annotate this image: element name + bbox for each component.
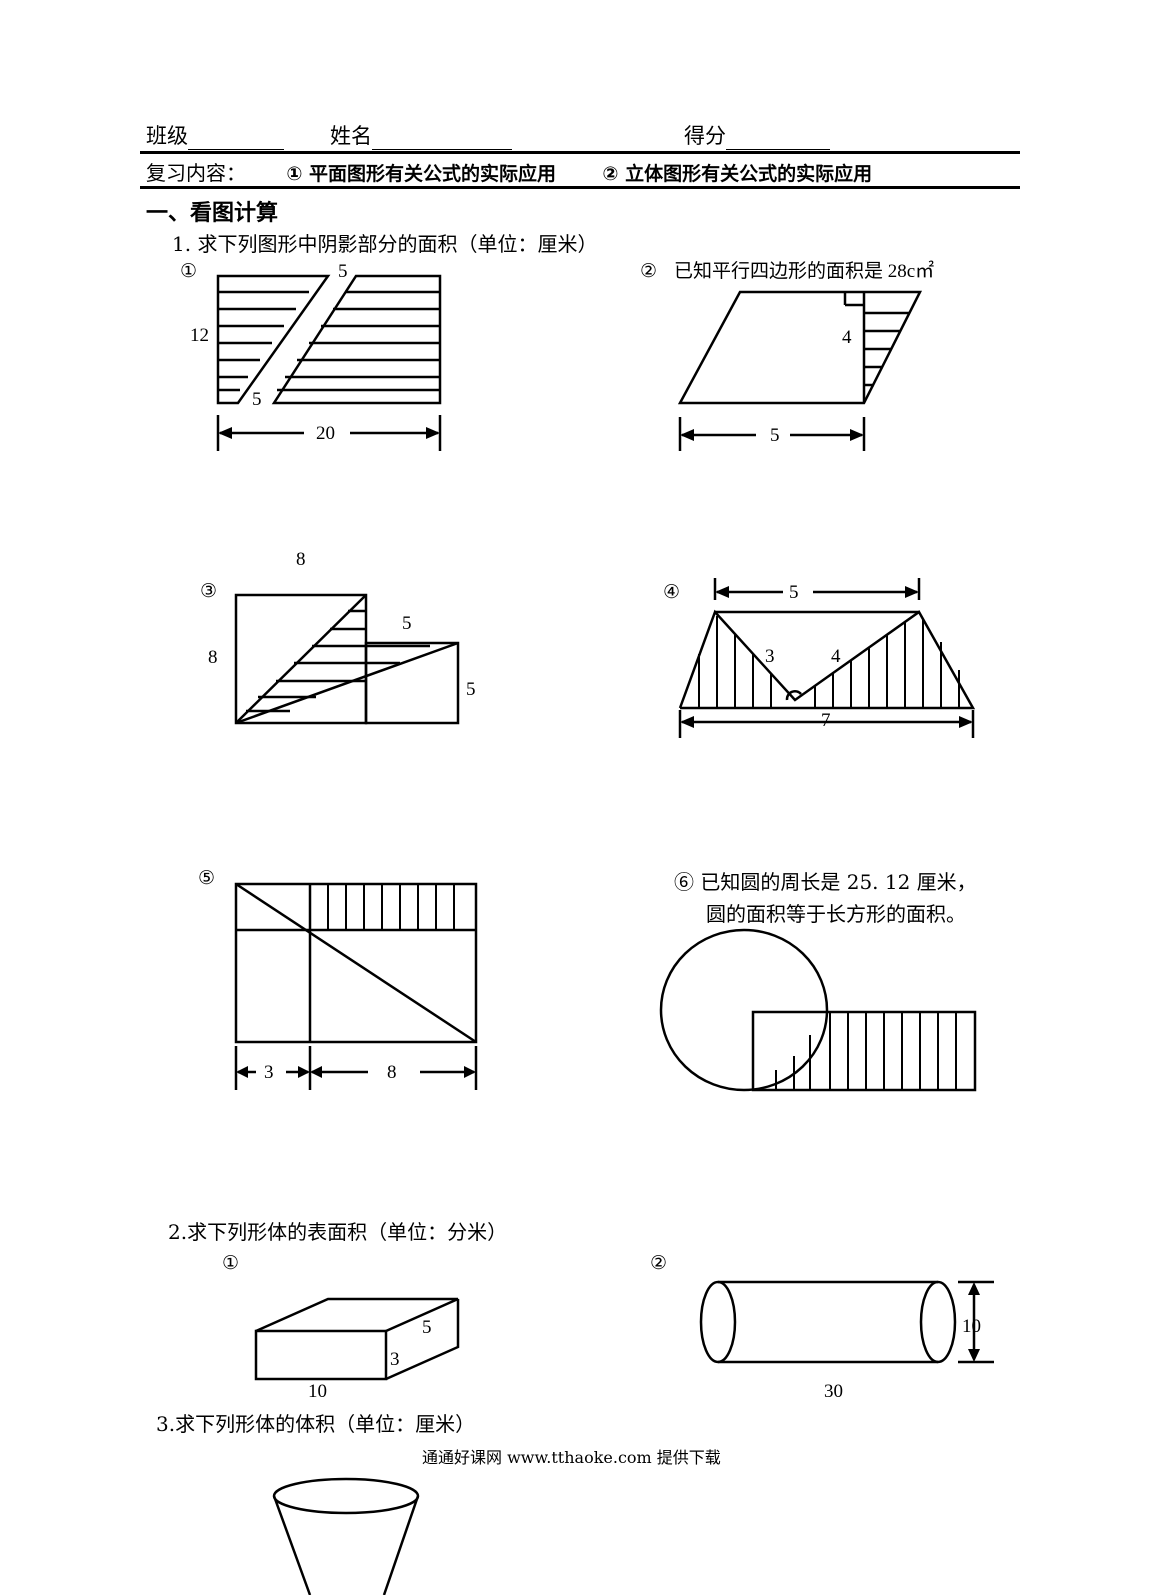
figure-6 <box>659 928 977 1092</box>
figure-2-base-label: 5 <box>770 425 780 446</box>
figure-2-height-label: 4 <box>842 327 852 348</box>
review-item-1: ① 平面图形有关公式的实际应用 <box>286 163 557 185</box>
figure-4-label-b: 4 <box>831 646 841 667</box>
figure-3: ③ 8 8 5 5 <box>200 549 476 725</box>
figure-4-marker: ④ <box>663 582 680 603</box>
figure-2-marker: ② <box>640 261 657 282</box>
solid-1-length-label: 10 <box>308 1381 327 1402</box>
figure-2-note: 已知平行四边形的面积是 28c㎡ <box>674 259 934 282</box>
class-blank[interactable] <box>188 129 284 150</box>
divider-top <box>140 151 1020 154</box>
figure-4-label-a: 3 <box>765 646 775 667</box>
figure-6-marker: ⑥ <box>674 870 694 894</box>
figure-6-note-1: ⑥ 已知圆的周长是 25. 12 厘米， <box>674 870 977 894</box>
figure-5-left-label: 3 <box>264 1062 274 1083</box>
figure-3-mid-label: 5 <box>402 613 412 634</box>
figure-1-left-label: 12 <box>190 325 209 346</box>
solid-1-cuboid: ① 5 3 10 <box>222 1253 460 1402</box>
figure-3-left-label: 8 <box>208 647 218 668</box>
figure-3-top-label: 8 <box>296 549 306 570</box>
review-line: 复习内容： ① 平面图形有关公式的实际应用 ② 立体图形有关公式的实际应用 <box>146 157 872 186</box>
name-label: 姓名 <box>330 124 372 148</box>
figure-2: ② 已知平行四边形的面积是 28c㎡ 4 5 <box>640 259 934 451</box>
solid-2-length-label: 30 <box>824 1381 843 1402</box>
section-title: 一、看图计算 <box>146 201 279 226</box>
question-1: 1. 求下列图形中阴影部分的面积（单位：厘米） <box>172 232 598 256</box>
review-item-2: ② 立体图形有关公式的实际应用 <box>602 163 873 185</box>
figure-5: ⑤ 3 8 <box>198 868 478 1090</box>
figure-1-bottom-label: 5 <box>252 389 262 410</box>
figure-1-marker: ① <box>180 261 197 282</box>
solid-2-cylinder: ② 10 30 <box>650 1253 994 1402</box>
figure-4-top-label: 5 <box>789 582 799 603</box>
solid-2-marker: ② <box>650 1253 667 1274</box>
solid-2-diameter-label: 10 <box>962 1316 981 1337</box>
figure-5-marker: ⑤ <box>198 868 215 889</box>
solid-1-height-label: 3 <box>390 1349 400 1370</box>
question-2: 2.求下列形体的表面积（单位：分米） <box>168 1220 508 1244</box>
score-label: 得分 <box>684 124 726 148</box>
review-label: 复习内容： <box>146 161 246 185</box>
solid-1-width-label: 5 <box>422 1317 432 1338</box>
name-blank[interactable] <box>372 129 512 150</box>
figure-4: ④ 5 3 4 7 <box>663 578 976 738</box>
question-3: 3.求下列形体的体积（单位：厘米） <box>156 1412 476 1436</box>
class-field[interactable]: 班级 <box>146 120 284 150</box>
figure-6-note-2: 圆的面积等于长方形的面积。 <box>706 902 966 926</box>
figure-4-base-label: 7 <box>821 710 831 731</box>
figure-1-top-label: 5 <box>338 261 348 282</box>
name-field[interactable]: 姓名 <box>330 120 512 150</box>
figure-5-right-label: 8 <box>387 1062 397 1083</box>
divider-bottom <box>140 186 1020 189</box>
score-blank[interactable] <box>726 129 830 150</box>
score-field[interactable]: 得分 <box>684 120 830 150</box>
class-label: 班级 <box>146 124 188 148</box>
page-footer: 通通好课网 www.tthaoke.com 提供下载 <box>422 1448 721 1467</box>
figure-1: ① 5 12 5 20 <box>180 261 442 451</box>
figure-3-marker: ③ <box>200 581 217 602</box>
solid-1-marker: ① <box>222 1253 239 1274</box>
solid-3-cone <box>272 1477 420 1595</box>
figure-1-width-label: 20 <box>316 423 335 444</box>
figure-3-right-label: 5 <box>466 679 476 700</box>
